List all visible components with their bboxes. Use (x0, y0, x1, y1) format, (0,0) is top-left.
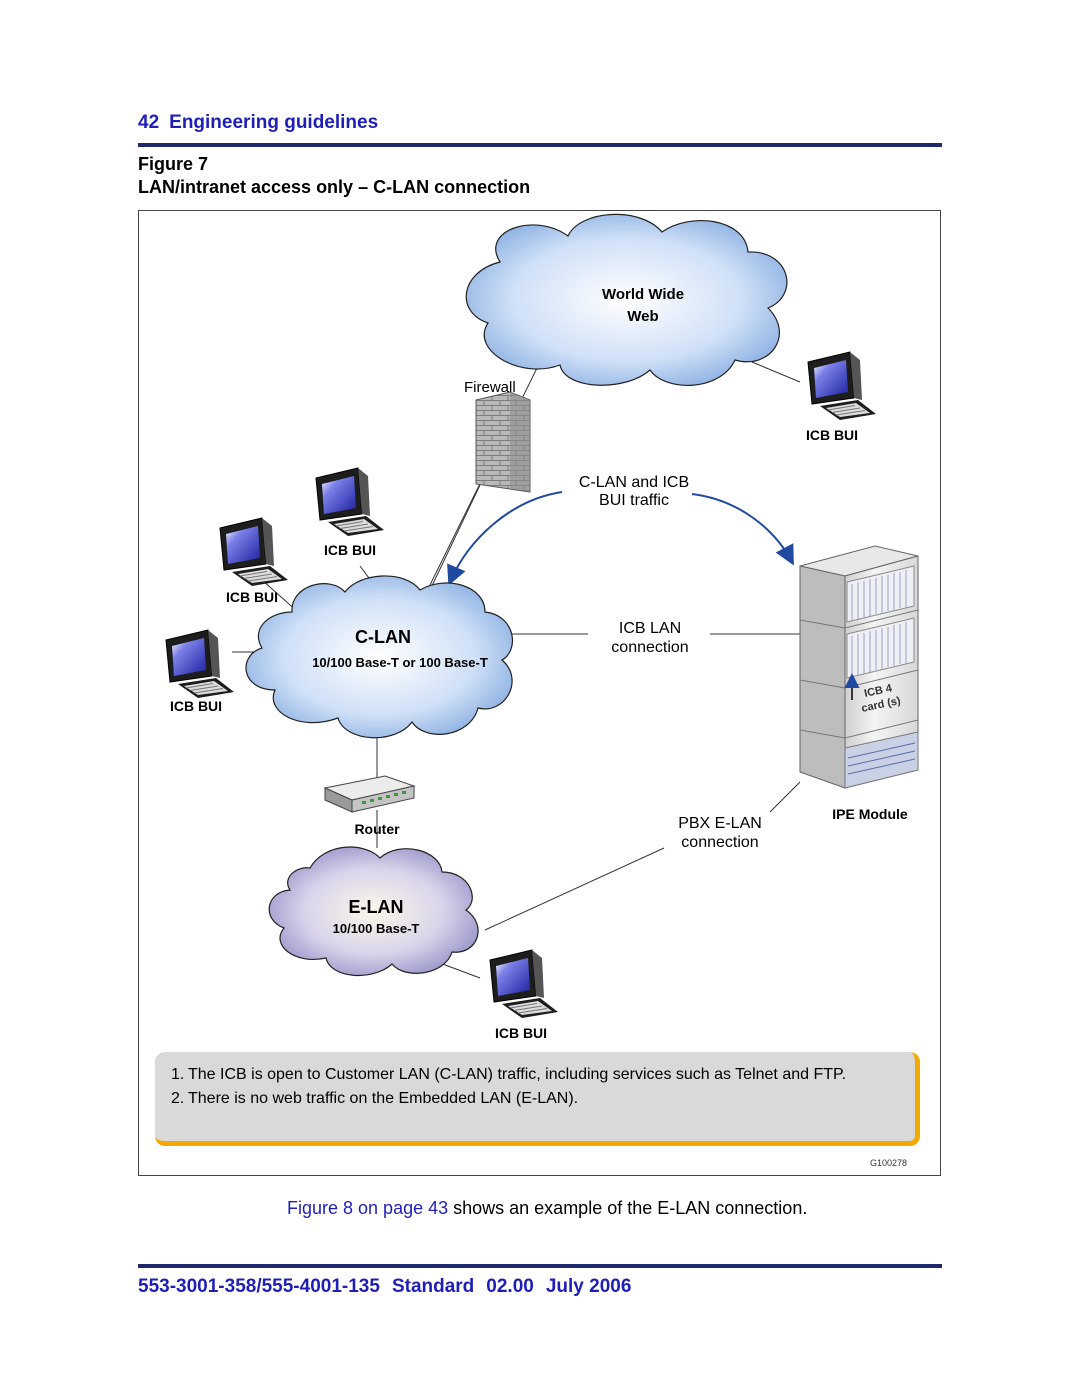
firewall-icon (475, 391, 531, 493)
clan-subtitle: 10/100 Base-T or 100 Base-T (312, 655, 488, 670)
monitor-icon-left (219, 517, 289, 587)
note-number: 1. (171, 1066, 185, 1083)
traffic-arrow (447, 491, 563, 586)
traffic-label-line1: C-LAN and ICB (579, 474, 689, 491)
section-title: Engineering guidelines (169, 112, 379, 133)
figure-id: G100278 (870, 1158, 908, 1168)
figure-title: LAN/intranet access only – C-LAN connect… (138, 177, 531, 197)
router-label: Router (354, 821, 400, 837)
page-footer: 553-3001-358/555-4001-135 Standard 02.00 Ju… (138, 1276, 643, 1298)
note-item: 2. There is no web traffic on the Embedd… (171, 1088, 901, 1109)
www-label-line1: World Wide (602, 286, 684, 303)
doc-version: 02.00 (486, 1276, 534, 1297)
note-item: 1. The ICB is open to Customer LAN (C-LA… (171, 1064, 901, 1085)
router-icon (323, 775, 416, 813)
reference-text: shows an example of the E-LAN connection… (448, 1198, 808, 1218)
header-rule (138, 143, 942, 147)
monitor-icon-upper (315, 467, 385, 537)
doc-status: Standard (391, 1276, 475, 1297)
reference-paragraph: Figure 8 on page 43 shows an example of … (287, 1198, 807, 1219)
traffic-arrow-right (691, 493, 794, 566)
icb-lan-label-line2: connection (611, 639, 688, 656)
icb-bui-label-upper: ICB BUI (324, 542, 376, 558)
note-text: There is no web traffic on the Embedded … (188, 1090, 579, 1107)
icb-bui-label-left: ICB BUI (226, 589, 278, 605)
page-header: 42 Engineering guidelines (138, 112, 388, 134)
www-cloud (465, 213, 788, 387)
elan-subtitle: 10/100 Base-T (333, 921, 420, 936)
www-label-line2: Web (627, 308, 658, 325)
icb-lan-label-line1: ICB LAN (619, 620, 681, 637)
note-number: 2. (171, 1090, 185, 1107)
figure-8-link[interactable]: Figure 8 on page 43 (287, 1198, 449, 1218)
page-number: 42 (138, 112, 160, 133)
icb-card-label-line1: ICB 4 (863, 682, 894, 700)
figure-label: Figure 7 (138, 154, 209, 174)
icb-bui-label-bottom: ICB BUI (495, 1025, 547, 1041)
notes-box: 1. The ICB is open to Customer LAN (C-LA… (155, 1052, 920, 1146)
monitor-icon-top-right (807, 351, 877, 421)
ipe-module-label: IPE Module (832, 806, 908, 822)
clan-title: C-LAN (355, 627, 411, 647)
doc-number: 553-3001-358/555-4001-135 (138, 1276, 380, 1297)
pbx-label-line1: PBX E-LAN (678, 815, 762, 832)
icb-bui-label-lower-left: ICB BUI (170, 698, 222, 714)
icb-bui-label-top-right: ICB BUI (806, 427, 858, 443)
clan-cloud (245, 575, 514, 739)
pbx-label-line2: connection (681, 834, 758, 851)
note-text: The ICB is open to Customer LAN (C-LAN) … (188, 1066, 847, 1083)
footer-rule (138, 1264, 942, 1268)
elan-title: E-LAN (349, 897, 404, 917)
doc-date: July 2006 (545, 1276, 632, 1297)
elan-cloud (268, 846, 479, 977)
ipe-module-icon (799, 545, 919, 789)
firewall-label: Firewall (464, 379, 516, 396)
figure-frame (138, 210, 941, 1176)
traffic-label-line2: BUI traffic (599, 492, 669, 509)
monitor-icon-bottom (489, 949, 559, 1019)
monitor-icon-lower-left (165, 629, 235, 699)
